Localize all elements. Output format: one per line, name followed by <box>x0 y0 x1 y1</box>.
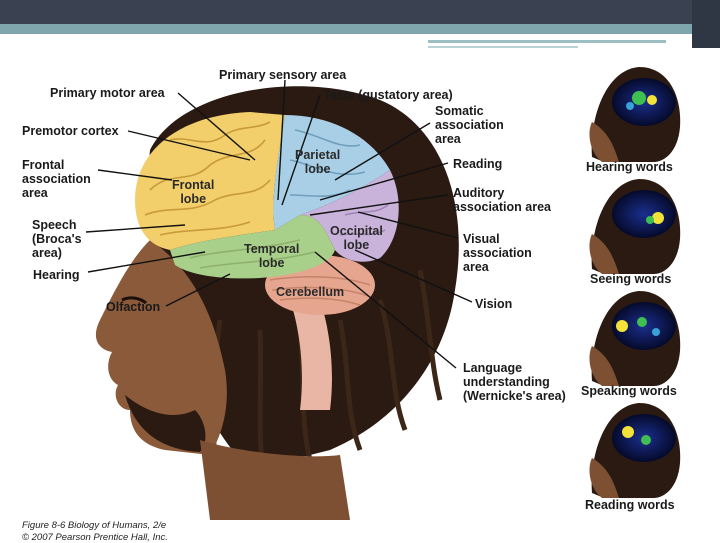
copyright-credit: © 2007 Pearson Prentice Hall, Inc. <box>22 532 168 543</box>
lobe-parietal: Parietal lobe <box>295 148 340 176</box>
scan-caption-speaking: Speaking words <box>581 384 677 398</box>
scan-hearing <box>589 67 680 162</box>
label-premotor-cortex: Premotor cortex <box>22 124 119 138</box>
label-taste: Taste (gustatory area) <box>323 88 453 102</box>
label-primary-motor-area: Primary motor area <box>50 86 165 100</box>
label-hearing: Hearing <box>33 268 80 282</box>
scan-caption-reading: Reading words <box>585 498 675 512</box>
label-olfaction: Olfaction <box>106 300 160 314</box>
scan-seeing <box>589 179 680 274</box>
scan-reading <box>589 403 680 498</box>
label-language-understanding: Language understanding (Wernicke's area) <box>463 361 566 403</box>
label-vision: Vision <box>475 297 512 311</box>
label-primary-sensory-area: Primary sensory area <box>219 68 346 82</box>
figure-credit: Figure 8-6 Biology of Humans, 2/e <box>22 520 166 531</box>
scan-caption-hearing: Hearing words <box>586 160 673 174</box>
pet-scan-column <box>584 62 684 510</box>
label-speech: Speech (Broca's area) <box>32 218 82 260</box>
label-reading: Reading <box>453 157 502 171</box>
lobe-temporal: Temporal lobe <box>244 242 299 270</box>
label-visual-association: Visual association area <box>463 232 532 274</box>
scan-caption-seeing: Seeing words <box>590 272 671 286</box>
lobe-occipital: Occipital lobe <box>330 224 383 252</box>
scan-speaking <box>589 291 680 386</box>
label-auditory-association: Auditory association area <box>453 186 551 214</box>
label-frontal-association: Frontal association area <box>22 158 91 200</box>
label-somatic-association: Somatic association area <box>435 104 504 146</box>
lobe-frontal: Frontal lobe <box>172 178 214 206</box>
lobe-cerebellum: Cerebellum <box>276 285 344 299</box>
